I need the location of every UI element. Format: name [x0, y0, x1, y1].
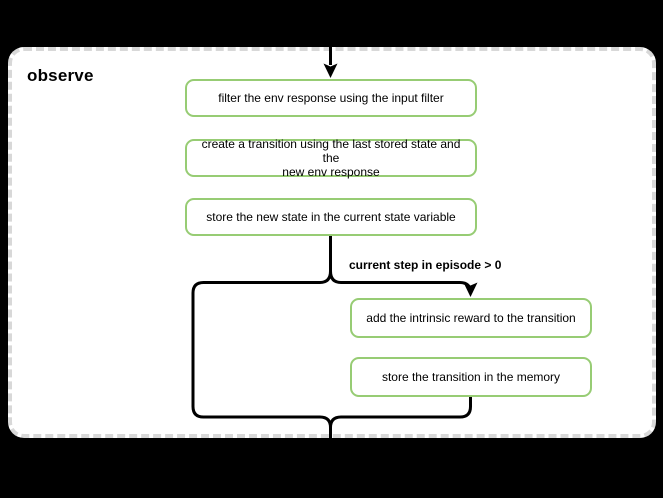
panel-title: observe: [27, 66, 94, 85]
flow-step-store-new-state: store the new state in the current state…: [185, 198, 477, 236]
flow-step-label: create a transition using the last store…: [201, 137, 461, 179]
branch-condition-label: current step in episode > 0: [349, 258, 502, 272]
flow-step-label: store the transition in the memory: [381, 370, 561, 384]
flow-step-add-intrinsic-reward: add the intrinsic reward to the transiti…: [350, 298, 592, 338]
flow-step-filter-env-response: filter the env response using the input …: [185, 79, 477, 117]
flow-step-store-transition: store the transition in the memory: [350, 357, 592, 397]
flow-step-label: add the intrinsic reward to the transiti…: [366, 311, 576, 325]
flow-step-label: filter the env response using the input …: [218, 91, 444, 105]
flow-step-label: store the new state in the current state…: [206, 210, 456, 224]
flow-step-create-transition: create a transition using the last store…: [185, 137, 477, 179]
